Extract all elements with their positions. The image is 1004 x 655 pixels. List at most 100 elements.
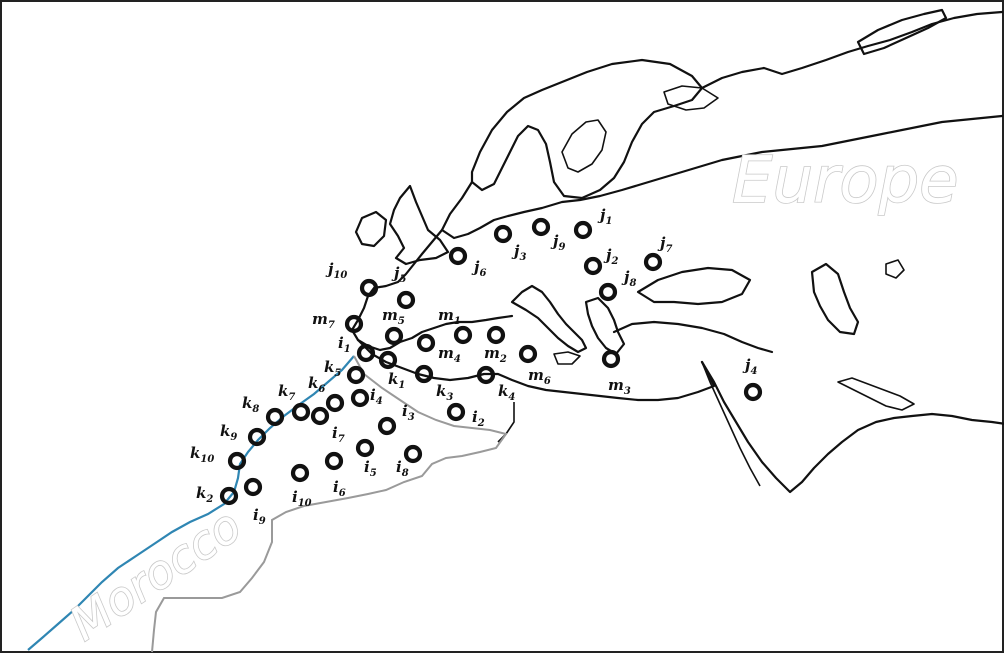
station-label-k3: k3 <box>436 382 453 403</box>
station-label-j8: j8 <box>621 268 636 289</box>
continental-europe-coast <box>440 114 1004 240</box>
station-subscript: 1 <box>344 344 351 355</box>
station-label-j1: j1 <box>597 206 612 227</box>
station-i1: i1 <box>338 334 376 363</box>
station-label-i9: i9 <box>253 506 266 527</box>
station-letter: m <box>438 344 454 362</box>
station-label-i7: i7 <box>332 424 345 445</box>
station-marker-k10 <box>227 451 247 471</box>
station-label-k7: k7 <box>278 382 295 403</box>
station-label-i6: i6 <box>333 478 346 499</box>
station-marker-i2 <box>446 402 466 422</box>
station-letter: k <box>190 444 200 462</box>
station-subscript: 6 <box>479 268 486 279</box>
station-label-k5: k5 <box>324 358 341 379</box>
station-label-i2: i2 <box>472 408 485 429</box>
station-i3: i3 <box>377 402 415 436</box>
station-i5: i5 <box>355 438 377 479</box>
station-j9: j9 <box>531 217 565 253</box>
station-subscript: 10 <box>200 454 214 465</box>
station-marker-i1 <box>356 343 376 363</box>
arctic-coastline <box>700 10 1004 90</box>
station-marker-i7 <box>310 406 330 426</box>
station-letter: i <box>364 458 370 476</box>
france-iberia-coast <box>350 228 514 352</box>
morocco-algeria-border <box>151 355 508 653</box>
station-marker-i6 <box>324 451 344 471</box>
station-subscript: 6 <box>318 384 325 395</box>
station-letter: j <box>657 234 666 252</box>
station-letter: k <box>388 370 398 388</box>
station-label-k8: k8 <box>242 394 259 415</box>
station-marker-m2 <box>486 325 506 345</box>
station-letter: j <box>621 268 630 286</box>
station-j2: j2 <box>583 246 618 276</box>
station-marker-m1 <box>453 325 473 345</box>
station-label-i8: i8 <box>396 458 409 479</box>
station-subscript: 10 <box>298 498 312 509</box>
station-marker-m4 <box>416 333 436 353</box>
station-label-k1: k1 <box>388 370 405 391</box>
station-letter: j <box>511 242 520 260</box>
station-label-m6: m6 <box>528 366 551 387</box>
station-letter: m <box>608 376 624 394</box>
station-label-j10: j10 <box>325 260 347 281</box>
caspian-sea <box>810 262 860 336</box>
station-subscript: 4 <box>750 366 757 377</box>
station-label-m1: m1 <box>438 306 461 327</box>
region-label-morocco: Morocco <box>60 498 251 651</box>
station-label-j2: j2 <box>603 246 618 267</box>
station-letter: i <box>402 402 408 420</box>
station-i9: i9 <box>243 477 266 527</box>
station-subscript: 6 <box>544 376 551 387</box>
station-i4: i4 <box>350 386 383 408</box>
station-letter: i <box>332 424 338 442</box>
station-j4: j4 <box>742 356 763 402</box>
station-subscript: 2 <box>499 354 507 365</box>
station-letter: m <box>484 344 500 362</box>
station-marker-j10 <box>359 278 379 298</box>
station-label-k6: k6 <box>308 374 325 395</box>
station-marker-k1 <box>378 350 398 370</box>
station-label-k9: k9 <box>220 422 237 443</box>
libya-egypt-interior <box>497 402 515 443</box>
station-j8: j8 <box>598 268 636 302</box>
balkans-greece-coast <box>584 296 626 356</box>
station-label-k4: k4 <box>498 382 515 403</box>
station-label-k10: k10 <box>190 444 214 465</box>
station-subscript: 4 <box>454 354 461 365</box>
station-letter: i <box>370 386 376 404</box>
station-letter: i <box>253 506 259 524</box>
station-m6: m6 <box>518 344 551 387</box>
station-subscript: 3 <box>446 392 453 403</box>
station-marker-j1 <box>573 220 593 240</box>
station-m5: m5 <box>382 306 405 346</box>
italy-coast <box>510 284 588 354</box>
station-label-m7: m7 <box>312 310 335 331</box>
station-k1: k1 <box>378 350 405 391</box>
station-subscript: 3 <box>624 386 631 397</box>
station-marker-k9 <box>247 427 267 447</box>
turkey-south-coast <box>612 320 774 354</box>
station-subscript: 7 <box>328 320 335 331</box>
station-letter: k <box>498 382 508 400</box>
region-label-europe: Europe <box>732 144 958 218</box>
station-j10: j10 <box>325 260 379 298</box>
station-marker-k8 <box>265 407 285 427</box>
station-subscript: 6 <box>339 488 346 499</box>
station-letter: j <box>391 264 400 282</box>
station-j6: j6 <box>448 246 486 279</box>
scandinavia-coastline <box>470 58 704 200</box>
station-subscript: 7 <box>288 392 295 403</box>
station-subscript: 8 <box>402 468 409 479</box>
station-letter: k <box>196 484 206 502</box>
station-subscript: 2 <box>610 256 618 267</box>
station-letter: j <box>471 258 480 276</box>
station-marker-j7 <box>643 252 663 272</box>
station-marker-k6 <box>325 393 345 413</box>
station-marker-m3 <box>601 349 621 369</box>
station-subscript: 9 <box>259 516 266 527</box>
station-label-j4: j4 <box>742 356 757 377</box>
